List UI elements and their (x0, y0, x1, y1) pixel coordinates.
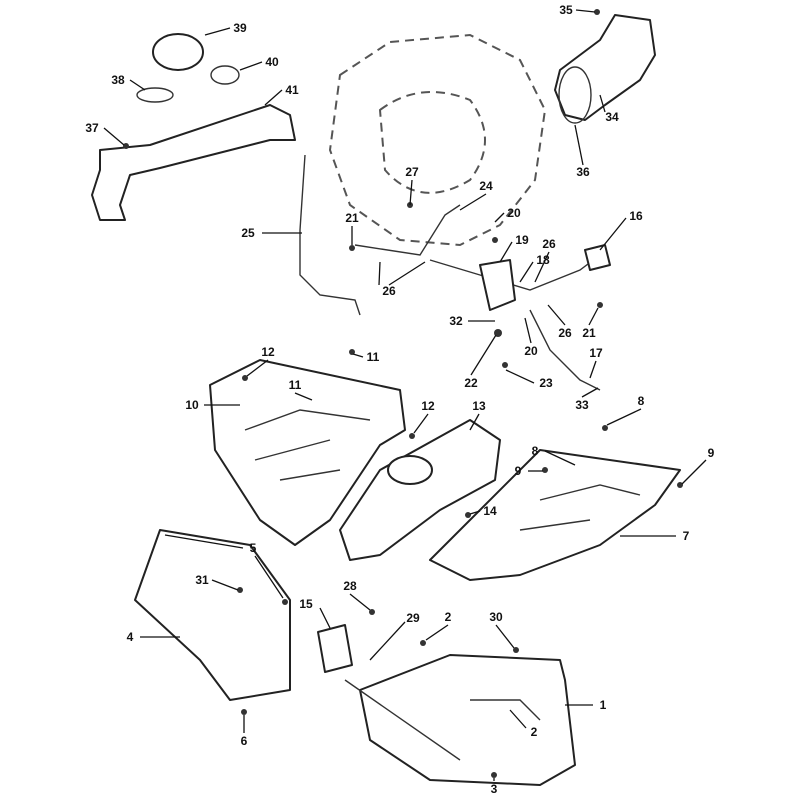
callout-29: 29 (406, 611, 420, 625)
callout-9b: 9 (708, 446, 715, 460)
callout-22: 22 (464, 376, 478, 390)
callout-4: 4 (127, 630, 134, 644)
callout-19: 19 (515, 233, 529, 247)
callout-5: 5 (250, 541, 257, 555)
shift-linkage-part (354, 204, 601, 391)
skid-plate-ribs (344, 679, 541, 761)
callout-26c: 26 (558, 326, 572, 340)
callout-20: 20 (507, 206, 521, 220)
callout-11b: 11 (289, 378, 302, 392)
callout-21: 21 (345, 211, 359, 225)
callout-36: 36 (576, 165, 590, 179)
callout-25: 25 (241, 226, 255, 240)
panel-10-part (209, 359, 406, 546)
callout-37: 37 (85, 121, 99, 135)
callout-7: 7 (683, 529, 690, 543)
callout-31: 31 (195, 573, 209, 587)
callout-8: 8 (638, 394, 645, 408)
engine-inner-dashed (378, 91, 486, 194)
callout-23: 23 (539, 376, 553, 390)
intake-duct-part (91, 104, 296, 221)
callout-33: 33 (575, 398, 589, 412)
callout-6: 6 (241, 734, 248, 748)
callout-21b: 21 (582, 326, 596, 340)
callout-2b: 2 (531, 725, 538, 739)
callout-labels: 1 2 2 3 4 5 6 7 8 8 9 9 10 11 11 12 12 1… (85, 3, 714, 796)
callout-40: 40 (265, 55, 279, 69)
bracket-part (479, 259, 516, 311)
callout-26b: 26 (382, 284, 396, 298)
callout-20b: 20 (524, 344, 538, 358)
clamp-ring-part-2 (210, 65, 240, 85)
callout-1: 1 (600, 698, 607, 712)
panel-4-part (134, 529, 291, 701)
callout-13: 13 (472, 399, 486, 413)
callout-3: 3 (491, 782, 498, 796)
callout-11: 11 (367, 350, 380, 364)
callout-15: 15 (299, 597, 313, 611)
shift-cable-part (299, 154, 361, 316)
callout-39: 39 (233, 21, 247, 35)
callout-10: 10 (185, 398, 199, 412)
callout-16: 16 (629, 209, 643, 223)
intake-boot-part (152, 33, 204, 71)
outlet-boot-part (558, 66, 592, 124)
callout-2: 2 (445, 610, 452, 624)
callout-14: 14 (483, 504, 497, 518)
bracket-part-16 (584, 244, 611, 271)
panel-7-ribs (519, 484, 641, 531)
panel-10-ribs (244, 409, 371, 481)
outlet-duct-part (554, 14, 656, 121)
callout-27: 27 (405, 165, 419, 179)
fasteners (123, 9, 683, 778)
callout-34: 34 (605, 110, 619, 124)
leader-lines (103, 9, 707, 781)
callout-35: 35 (559, 3, 573, 17)
part-15 (317, 624, 353, 673)
cover-13-part (339, 419, 501, 561)
engine-outline-dashed (328, 33, 547, 247)
callout-30: 30 (489, 610, 503, 624)
callout-8b: 8 (532, 444, 539, 458)
panel-7-part (429, 449, 681, 581)
callout-18: 18 (536, 253, 550, 267)
callout-17: 17 (589, 346, 603, 360)
callout-38: 38 (111, 73, 125, 87)
clamp-ring-part (136, 87, 174, 103)
callout-24: 24 (479, 179, 493, 193)
callout-9: 9 (515, 464, 522, 478)
cover-13-opening (387, 455, 433, 485)
callout-12b: 12 (421, 399, 435, 413)
callout-41: 41 (285, 83, 299, 97)
callout-26: 26 (542, 237, 556, 251)
callout-28: 28 (343, 579, 357, 593)
skid-plate-part (359, 654, 576, 786)
callout-12: 12 (261, 345, 275, 359)
callout-32: 32 (449, 314, 463, 328)
